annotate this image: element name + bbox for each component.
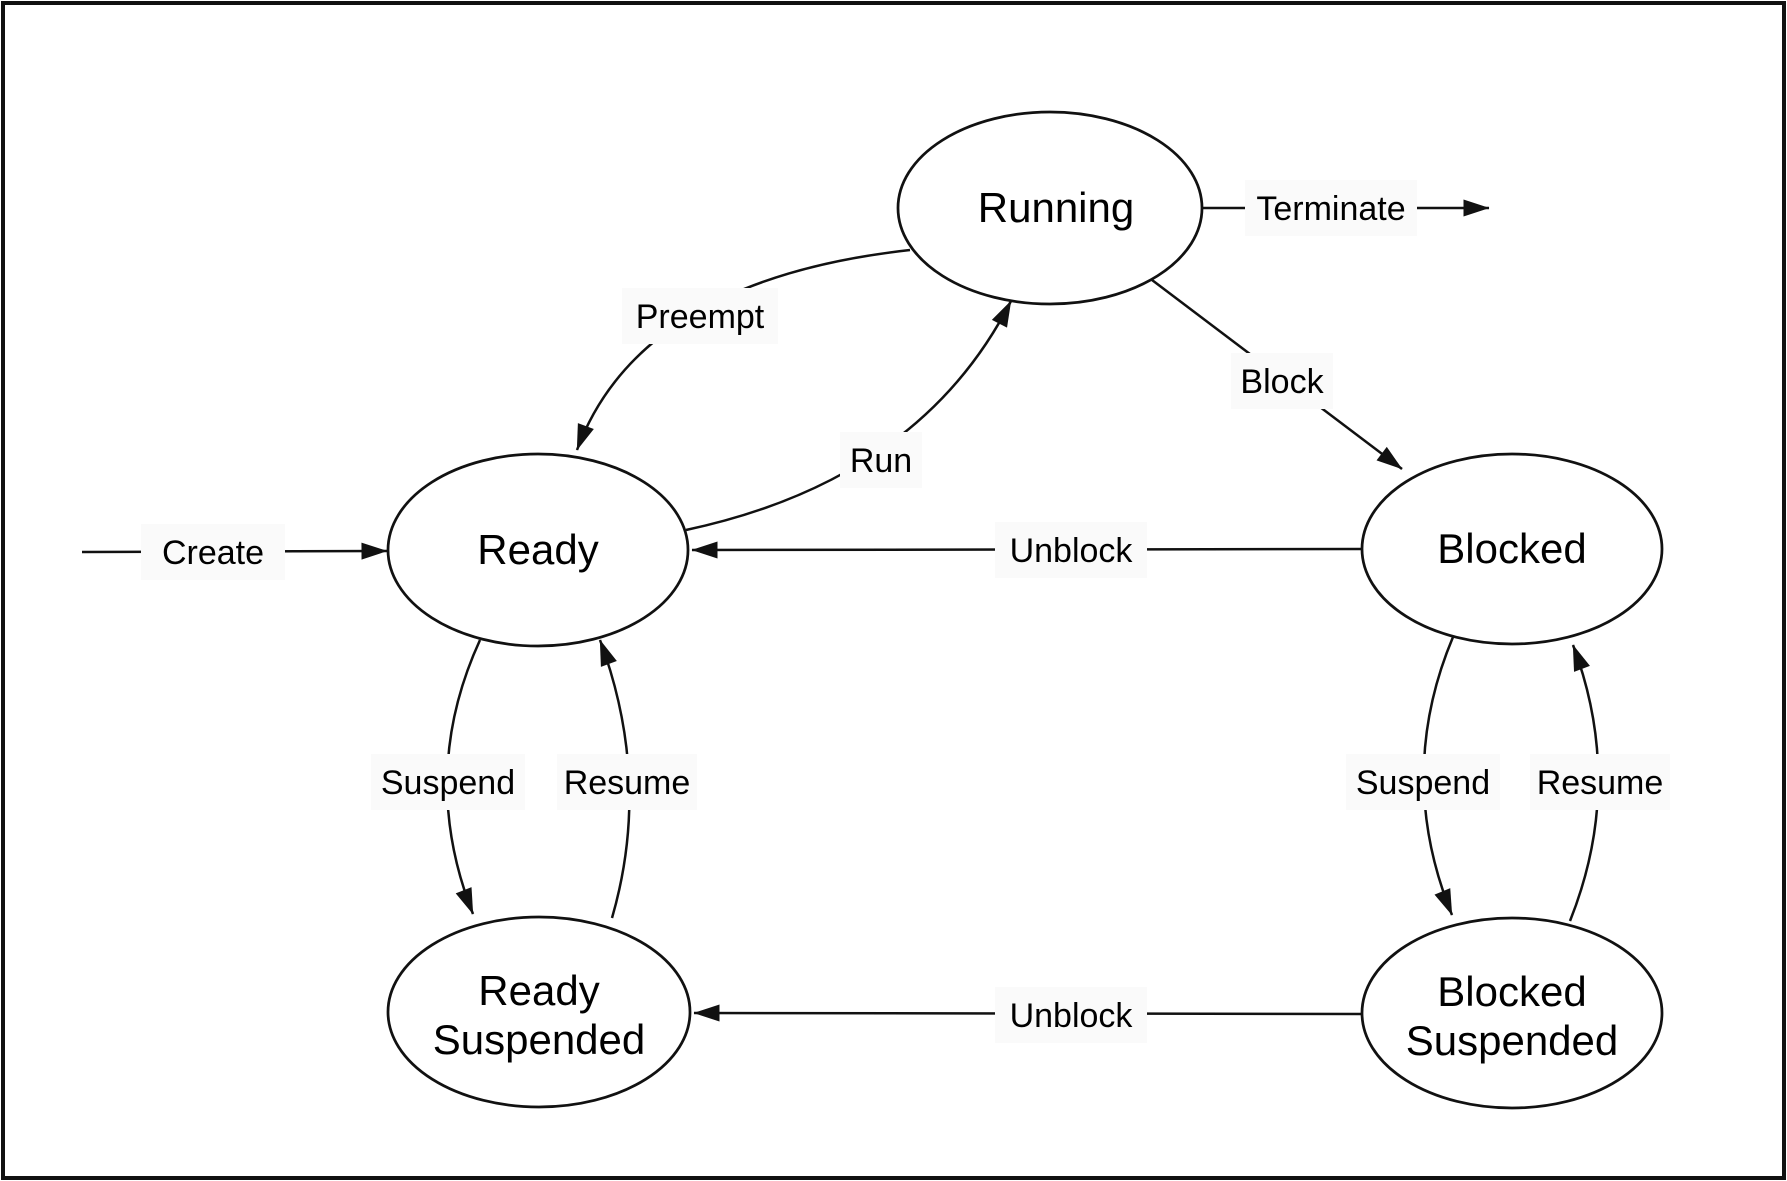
transition-label-terminate-text: Terminate	[1256, 190, 1405, 228]
transition-label-unblock-suspended: Unblock	[995, 987, 1147, 1043]
transition-label-unblock-suspended-text: Unblock	[1010, 997, 1134, 1035]
state-blocked-suspended-label-line2: Suspended	[1406, 1017, 1619, 1064]
state-running: Running	[896, 110, 1204, 306]
transition-label-resume-blocked: Resume	[1530, 754, 1670, 810]
state-ready-suspended: Ready Suspended	[386, 915, 692, 1109]
transition-label-block-bg	[1231, 353, 1333, 409]
transition-label-suspend-ready: Suspend	[371, 754, 525, 810]
transition-label-terminate: Terminate	[1245, 180, 1417, 236]
transition-label-block-text: Block	[1240, 363, 1324, 401]
state-blocked-suspended-ellipse	[1360, 916, 1664, 1110]
state-blocked: Blocked	[1360, 452, 1664, 646]
transition-label-preempt-bg	[622, 288, 778, 344]
transition-label-suspend-ready-text: Suspend	[381, 764, 515, 802]
transition-label-unblock-text: Unblock	[1010, 532, 1134, 570]
transition-label-resume-blocked-bg	[1530, 754, 1670, 810]
state-ready-suspended-ellipse	[386, 915, 692, 1109]
state-ready-suspended-label-line1: Ready	[478, 967, 599, 1014]
transition-label-terminate-bg	[1245, 180, 1417, 236]
state-blocked-label: Blocked	[1437, 525, 1586, 572]
transition-label-resume-blocked-text: Resume	[1537, 764, 1664, 802]
transition-label-run-text: Run	[850, 442, 912, 480]
transition-labels: Create Terminate Preempt Run Block Unblo…	[141, 180, 1670, 1043]
transition-label-create-bg	[141, 524, 285, 580]
state-blocked-suspended-label-line1: Blocked	[1437, 968, 1586, 1015]
transition-label-resume-ready-text: Resume	[564, 764, 691, 802]
transition-label-unblock-bg	[995, 522, 1147, 578]
state-ready: Ready	[386, 452, 690, 648]
transition-arrows	[81, 199, 1600, 1022]
state-ready-suspended-label-line2: Suspended	[433, 1016, 646, 1063]
state-blocked-ellipse	[1360, 452, 1664, 646]
transition-label-run: Run	[840, 432, 922, 488]
transition-label-suspend-ready-bg	[371, 754, 525, 810]
transition-label-resume-ready-bg	[557, 754, 697, 810]
state-ready-ellipse	[386, 452, 690, 648]
transition-label-unblock: Unblock	[995, 522, 1147, 578]
state-ready-label: Ready	[477, 526, 598, 573]
transition-label-unblock-suspended-bg	[995, 987, 1147, 1043]
state-running-label: Running	[978, 184, 1134, 231]
transition-label-preempt-text: Preempt	[636, 298, 765, 336]
transition-label-run-bg	[840, 432, 922, 488]
transition-preempt-arrow	[575, 248, 911, 451]
transition-label-preempt: Preempt	[622, 288, 778, 344]
state-nodes: Running Ready Blocked Ready Suspended Bl…	[386, 110, 1664, 1110]
state-blocked-suspended: Blocked Suspended	[1360, 916, 1664, 1110]
transition-label-create: Create	[141, 524, 285, 580]
transition-label-suspend-blocked-text: Suspend	[1356, 764, 1490, 802]
transition-label-block: Block	[1231, 353, 1333, 409]
state-running-ellipse	[896, 110, 1204, 306]
transition-label-suspend-blocked-bg	[1346, 754, 1500, 810]
transition-label-create-text: Create	[162, 534, 264, 572]
transition-label-suspend-blocked: Suspend	[1346, 754, 1500, 810]
transition-label-resume-ready: Resume	[557, 754, 697, 810]
